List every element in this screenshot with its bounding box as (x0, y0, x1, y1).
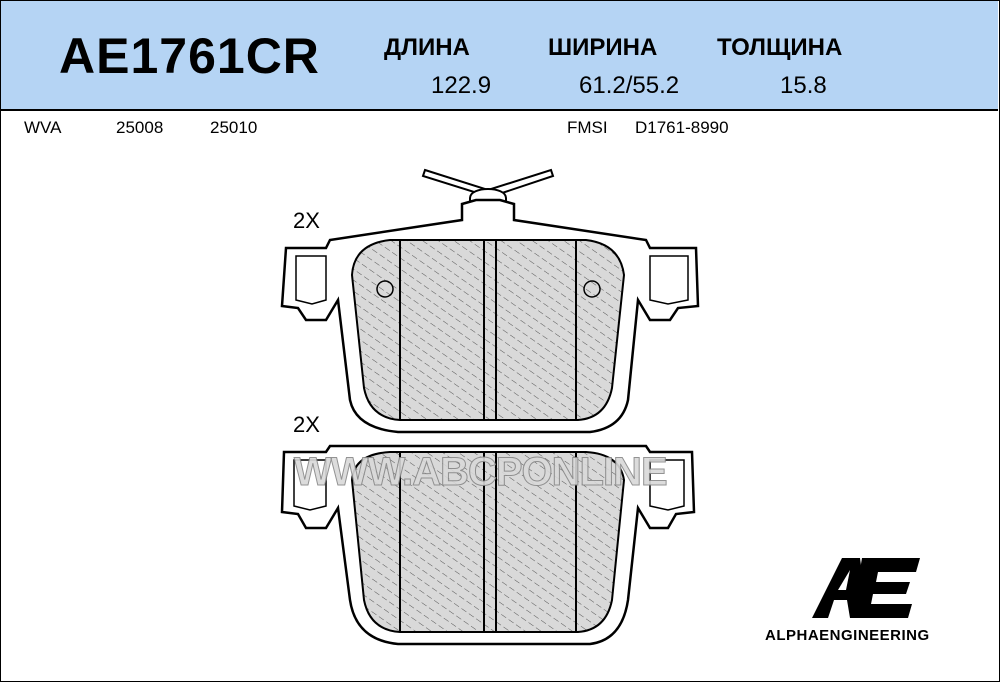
thickness-label: ТОЛЩИНА (717, 34, 843, 61)
length-value: 122.9 (431, 72, 492, 99)
top-pad-quantity: 2X (293, 208, 320, 233)
wva-label: WVA (24, 118, 62, 137)
top-pad (280, 198, 700, 434)
watermark-text: WWW.ABCPONLINE (294, 450, 669, 495)
bottom-pad-quantity: 2X (293, 412, 320, 437)
width-value: 61.2/55.2 (579, 72, 680, 99)
ae-logo-icon (812, 558, 920, 618)
brand-name: ALPHAENGINEERING (765, 627, 930, 644)
bottom-pad (280, 444, 696, 646)
thickness-value: 15.8 (780, 72, 827, 99)
wva-number-2: 25010 (210, 118, 258, 137)
width-label: ШИРИНА (548, 34, 658, 61)
header-bar: AE1761CR ДЛИНА 122.9 ШИРИНА 61.2/55.2 ТО… (1, 1, 998, 111)
fmsi-number: D1761-8990 (635, 118, 729, 137)
fmsi-label: FMSI (567, 118, 608, 137)
wva-number-1: 25008 (116, 118, 164, 137)
length-label: ДЛИНА (384, 34, 470, 61)
part-number: AE1761CR (59, 28, 320, 84)
